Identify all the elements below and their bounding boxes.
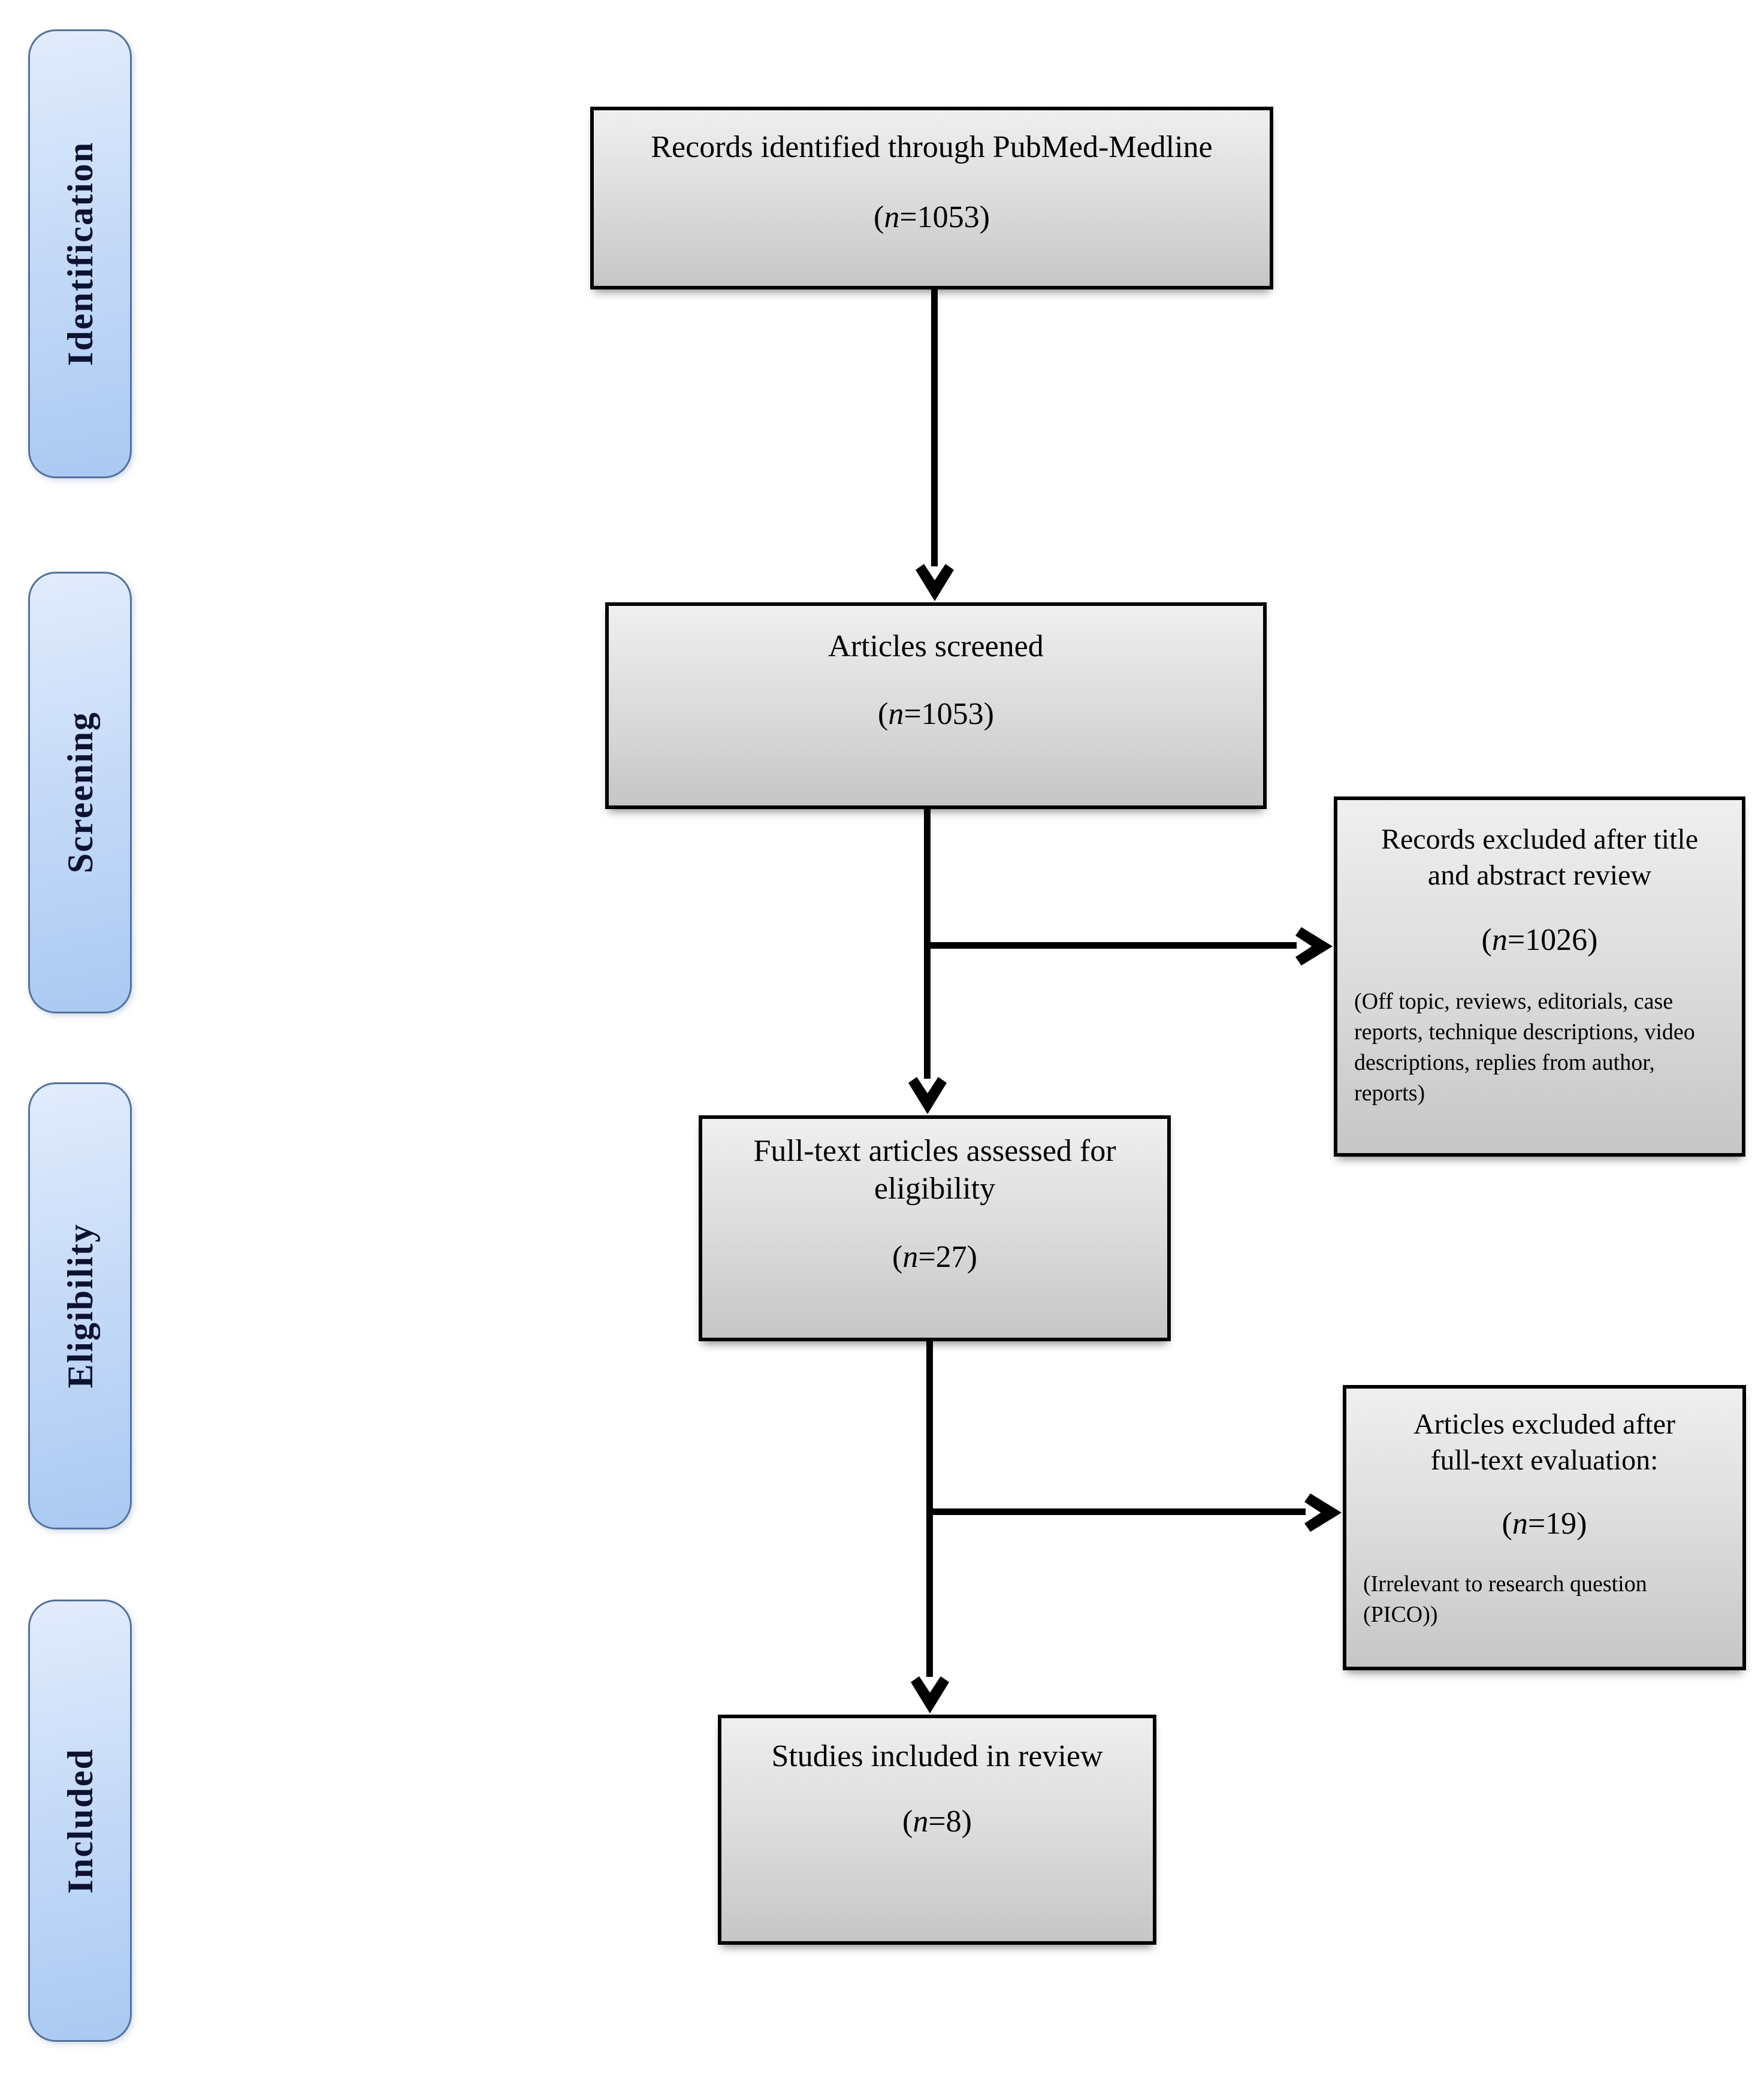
exclusion-box-title-abstract: Records excluded after title and abstrac… — [1334, 796, 1745, 1157]
count-variable: n — [902, 1239, 919, 1274]
count-value: =27) — [918, 1239, 977, 1274]
arrow-line-identified-to-screened — [931, 289, 938, 566]
exclusion-reasons-note: (Off topic, reviews, editorials, case re… — [1354, 989, 1695, 1106]
count-line: (n=19) — [1502, 1506, 1587, 1541]
count-variable: n — [1491, 923, 1508, 957]
count-variable: n — [913, 1805, 929, 1839]
arrowhead-right-icon — [1304, 1493, 1342, 1532]
count-open: ( — [1481, 923, 1492, 957]
count-variable: n — [888, 697, 904, 732]
count-open: ( — [878, 697, 889, 732]
count-line: (n=27) — [892, 1239, 977, 1275]
arrowhead-down-icon — [916, 564, 954, 601]
arrow-line-to-excluded-title-abstract — [928, 942, 1297, 949]
arrow-line-to-excluded-fulltext — [930, 1508, 1306, 1515]
box-title: Records excluded after title and abstrac… — [1381, 823, 1699, 891]
box-title: Studies included in review — [771, 1739, 1103, 1773]
count-open: ( — [892, 1239, 903, 1274]
count-line: (n=8) — [902, 1804, 972, 1839]
count-value: =1053) — [899, 200, 990, 235]
stage-pill-eligibility: Eligibility — [28, 1082, 132, 1529]
stage-label-included: Included — [60, 1748, 100, 1894]
stage-pill-screening: Screening — [28, 572, 132, 1013]
box-title: Articles screened — [828, 629, 1044, 663]
flow-box-fulltext-assessed: Full-text articles assessed for eligibil… — [699, 1115, 1171, 1341]
stage-pill-included: Included — [28, 1600, 132, 2042]
count-variable: n — [1512, 1507, 1528, 1541]
stage-pill-identification: Identification — [28, 29, 132, 478]
count-value: =19) — [1527, 1507, 1587, 1541]
box-title: Full-text articles assessed for eligibil… — [753, 1134, 1116, 1206]
box-title: Articles excluded after full-text evalua… — [1413, 1408, 1676, 1476]
stage-label-screening: Screening — [60, 711, 100, 874]
flow-box-records-identified: Records identified through PubMed-Medlin… — [590, 107, 1273, 289]
box-title: Records identified through PubMed-Medlin… — [651, 130, 1213, 164]
count-line: (n=1053) — [874, 200, 990, 235]
count-variable: n — [884, 200, 900, 235]
stage-label-identification: Identification — [60, 141, 100, 366]
arrow-line-screened-to-fulltext — [924, 809, 931, 1079]
count-line: (n=1053) — [878, 696, 994, 732]
count-open: ( — [874, 200, 884, 235]
count-value: =8) — [928, 1805, 972, 1839]
flow-box-studies-included: Studies included in review (n=8) — [718, 1715, 1156, 1945]
exclusion-box-fulltext: Articles excluded after full-text evalua… — [1343, 1385, 1746, 1670]
flow-box-articles-screened: Articles screened (n=1053) — [605, 602, 1267, 809]
count-line: (n=1026) — [1482, 922, 1598, 958]
exclusion-reasons-note: (Irrelevant to research question (PICO)) — [1363, 1571, 1647, 1627]
count-open: ( — [1502, 1507, 1512, 1541]
count-value: =1026) — [1507, 923, 1598, 957]
arrowhead-down-icon — [911, 1676, 949, 1713]
count-value: =1053) — [904, 697, 994, 732]
arrowhead-down-icon — [908, 1077, 947, 1114]
arrow-line-fulltext-to-included — [926, 1341, 933, 1677]
arrowhead-right-icon — [1295, 927, 1333, 965]
stage-label-eligibility: Eligibility — [60, 1223, 100, 1389]
count-open: ( — [902, 1805, 913, 1839]
